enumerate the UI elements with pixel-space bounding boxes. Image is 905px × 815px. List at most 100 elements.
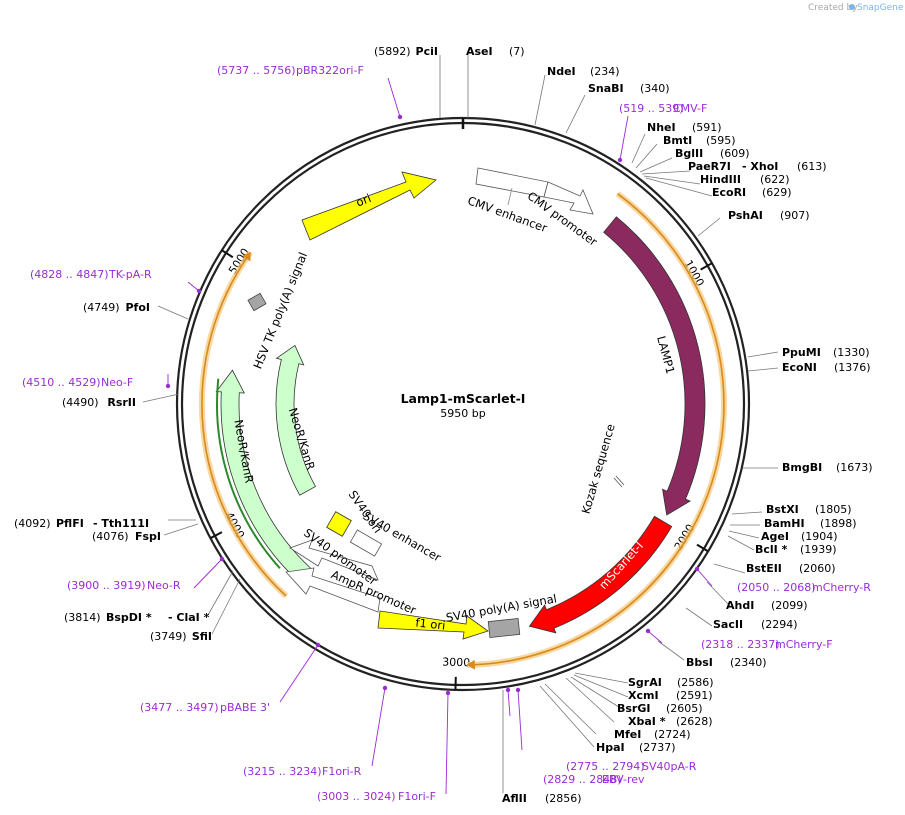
site-connector: [728, 530, 760, 539]
ampr-promoter-arrow[interactable]: [285, 567, 381, 613]
primer-name: SV40pA-R: [642, 760, 697, 773]
enzyme-position: (1805): [815, 503, 852, 516]
enzyme-name: AflII: [502, 792, 527, 805]
primer-range: (4510 .. 4529): [22, 376, 101, 389]
primer-marker: [219, 556, 225, 562]
site-labels: PciI(5892)AseI(7)NdeI(234)SnaBI(340)NheI…: [14, 45, 873, 805]
site-connector: [643, 175, 701, 185]
enzyme-name: MfeI: [614, 728, 641, 741]
enzyme-name: PpuMI: [782, 346, 821, 359]
enzyme-name: PaeR7I: [688, 160, 731, 173]
feature-label-lamp1: LAMP1: [654, 334, 678, 375]
site-connector: [727, 535, 755, 551]
credit-brand: SnapGene: [857, 3, 904, 13]
primer-marker: [645, 628, 651, 634]
feature-label-hsv-tk-polya: HSV TK poly(A) signal: [250, 250, 310, 371]
enzyme-position: (1376): [834, 361, 871, 374]
neor-outer-arrow[interactable]: [215, 369, 312, 583]
tick-mark: [696, 543, 709, 553]
tick-label: 3000: [442, 656, 470, 670]
primer-marker: [165, 383, 171, 389]
enzyme-position: (3749): [150, 630, 187, 643]
enzyme-position: (4490): [62, 396, 99, 409]
site-connector: [544, 683, 597, 735]
enzyme-name: EcoNI: [782, 361, 817, 374]
primer-name: mCherry-R: [812, 581, 871, 594]
enzyme-position: (907): [780, 209, 810, 222]
sv40-polya-box[interactable]: [487, 618, 521, 638]
plasmid-size: 5950 bp: [440, 407, 485, 420]
primer-name: F1ori-F: [398, 790, 436, 803]
enzyme-position: (613): [797, 160, 827, 173]
tick-mark: [700, 262, 713, 271]
primer-range: (5737 .. 5756): [217, 64, 296, 77]
primer-name: mCherry-F: [775, 638, 833, 651]
sv40-enhancer-box[interactable]: [349, 529, 383, 557]
enzyme-name: BspDI *: [106, 611, 152, 624]
primer-range: (3003 .. 3024): [317, 790, 396, 803]
ori-arrow[interactable]: [301, 171, 437, 241]
sv40-promoter-arrow[interactable]: [289, 539, 379, 581]
enzyme-position: (4092): [14, 517, 51, 530]
neor-inner-arrow[interactable]: [275, 344, 317, 496]
enzyme-name: BstXI: [766, 503, 799, 516]
enzyme-name: HindIII: [700, 173, 741, 186]
enzyme-position: (2605): [666, 702, 703, 715]
primer-connector: [517, 689, 523, 751]
enzyme-position: (1330): [833, 346, 870, 359]
feature-label-ori: ori: [354, 191, 373, 210]
enzyme-name: BmtI: [663, 134, 692, 147]
credit-prefix: Created by: [808, 3, 858, 13]
enzyme-position: (7): [509, 45, 525, 58]
enzyme-name: RsrII: [107, 396, 136, 409]
enzyme-position: (2856): [545, 792, 582, 805]
primer-marker: [694, 566, 700, 572]
site-connector: [574, 672, 629, 684]
primer-name: Neo-F: [101, 376, 133, 389]
enzyme-name: AhdI: [726, 599, 754, 612]
site-connector: [713, 563, 746, 574]
site-connector: [211, 578, 241, 635]
sv40-ori-box[interactable]: [326, 511, 352, 537]
lamp1-arrow[interactable]: [603, 216, 706, 516]
enzyme-position: (2586): [677, 676, 714, 689]
enzyme-name: BsrGI: [617, 702, 650, 715]
mscarlet-arrow[interactable]: [528, 515, 673, 634]
primer-marker: [382, 685, 388, 691]
enzyme-name-secondary: - ClaI *: [168, 611, 210, 624]
cmv-promoter-arrow[interactable]: [543, 181, 594, 215]
feature-arcs: [199, 191, 727, 670]
enzyme-position: (4749): [83, 301, 120, 314]
site-connector: [645, 177, 713, 197]
enzyme-position: (3814): [64, 611, 101, 624]
orf-neo-region[interactable]: [201, 251, 287, 597]
feature-label-sv40-ori: SV40 ori: [346, 488, 385, 536]
enzyme-name: SacII: [713, 618, 743, 631]
site-connector: [657, 640, 685, 661]
primer-connector: [371, 687, 386, 767]
enzyme-name: BmgBI: [782, 461, 822, 474]
enzyme-name: NheI: [647, 121, 676, 134]
enzyme-name: SnaBI: [588, 82, 624, 95]
enzyme-name: EcoRI: [712, 186, 746, 199]
primer-marker: [315, 642, 321, 648]
primer-marker: [515, 687, 521, 693]
f1-ori-arrow[interactable]: [377, 610, 489, 640]
plasmid-name: Lamp1-mScarlet-I: [401, 391, 526, 406]
orf-cmv-mscarlet-head: [467, 659, 476, 670]
orf-cmv-mscarlet[interactable]: [467, 193, 725, 666]
site-connector: [207, 570, 234, 616]
enzyme-position: (1898): [820, 517, 857, 530]
orf-neo-region-head: [242, 252, 251, 262]
feature-label-kozak: Kozak sequence: [579, 422, 618, 515]
primer-range: (3900 .. 3919): [67, 579, 146, 592]
site-connector: [747, 367, 779, 372]
tick-mark: [209, 531, 223, 540]
primer-connector: [279, 644, 319, 703]
hsv-tk-polya-box[interactable]: [247, 292, 267, 312]
enzyme-name: BclI *: [755, 543, 788, 556]
site-lines: [142, 55, 779, 795]
enzyme-name: PflFI: [56, 517, 84, 530]
enzyme-position: (609): [720, 147, 750, 160]
